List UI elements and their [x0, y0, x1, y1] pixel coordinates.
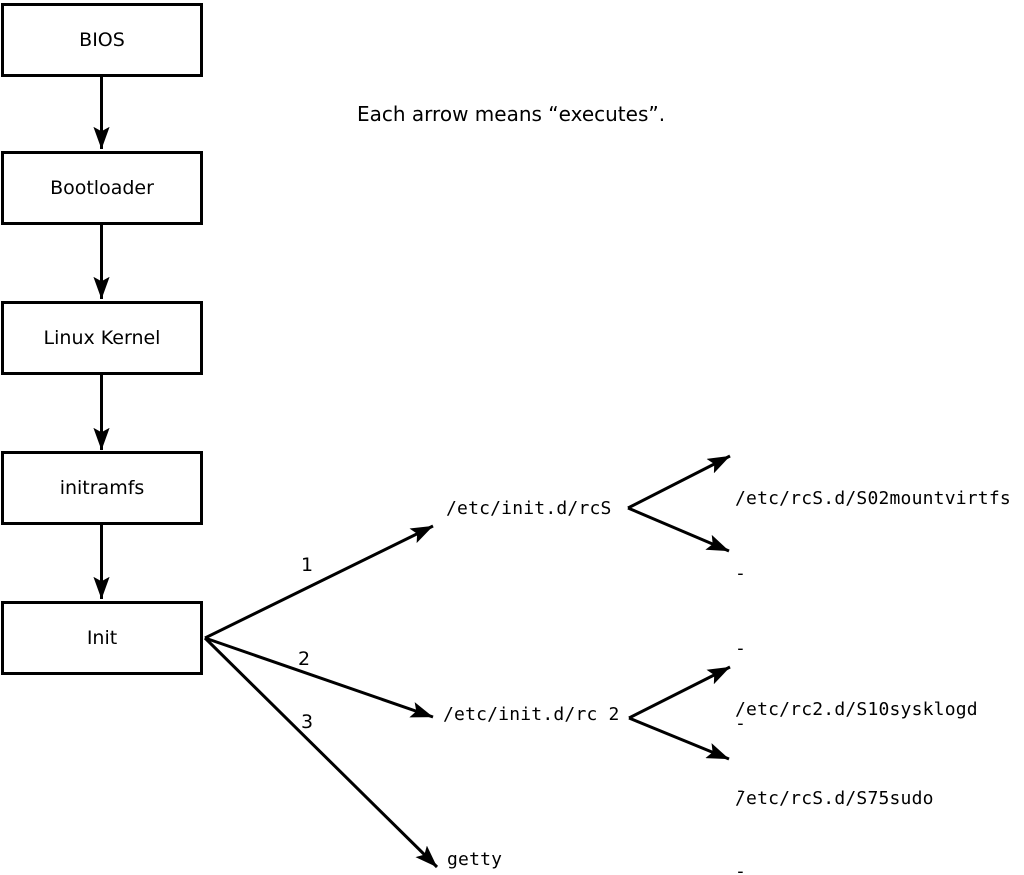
rcs-children-list: /etc/rcS.d/S02mountvirtfs - - - /etc/rcS…	[735, 436, 1011, 861]
arrow-init-to-getty	[203, 636, 439, 869]
node-label: BIOS	[79, 28, 125, 51]
child-item-placeholder: -	[735, 861, 747, 875]
child-item-placeholder: -	[735, 713, 747, 734]
node-bios: BIOS	[1, 3, 203, 77]
arrow-rc2-to-s10sysklogd	[628, 665, 731, 720]
branch-number-3: 3	[301, 711, 314, 733]
child-item: /etc/rc2.d/S10sysklogd	[735, 699, 978, 720]
node-rc2-script: /etc/init.d/rc 2	[443, 704, 620, 725]
arrow-init-to-rcs	[204, 524, 434, 640]
node-label: Linux Kernel	[43, 326, 161, 349]
rc2-children-list: /etc/rc2.d/S10sysklogd - - - /etc/rc2.d/…	[735, 642, 978, 875]
node-init: Init	[1, 601, 203, 675]
node-bootloader: Bootloader	[1, 151, 203, 225]
caption: Each arrow means “executes”.	[357, 102, 666, 126]
child-item-placeholder: -	[735, 638, 747, 659]
node-getty: getty	[447, 849, 503, 870]
child-item: /etc/rcS.d/S75sudo	[735, 788, 934, 809]
node-label: Bootloader	[50, 176, 154, 199]
node-initramfs: initramfs	[1, 451, 203, 525]
child-item-placeholder: -	[735, 563, 747, 584]
branch-number-2: 2	[298, 648, 311, 670]
arrow-init-to-rc2	[204, 636, 434, 719]
node-label: initramfs	[59, 476, 145, 499]
arrow-rcs-to-s75sudo	[627, 506, 730, 553]
child-item: /etc/rcS.d/S02mountvirtfs	[735, 488, 1011, 509]
branch-number-1: 1	[301, 554, 314, 576]
node-label: Init	[86, 626, 118, 649]
node-linux-kernel: Linux Kernel	[1, 301, 203, 375]
arrow-rc2-to-s99gdm	[628, 716, 730, 761]
arrow-rcs-to-s02mountvirtfs	[627, 454, 731, 510]
node-rcs-script: /etc/init.d/rcS	[446, 498, 612, 519]
child-item-placeholder: -	[735, 780, 747, 801]
